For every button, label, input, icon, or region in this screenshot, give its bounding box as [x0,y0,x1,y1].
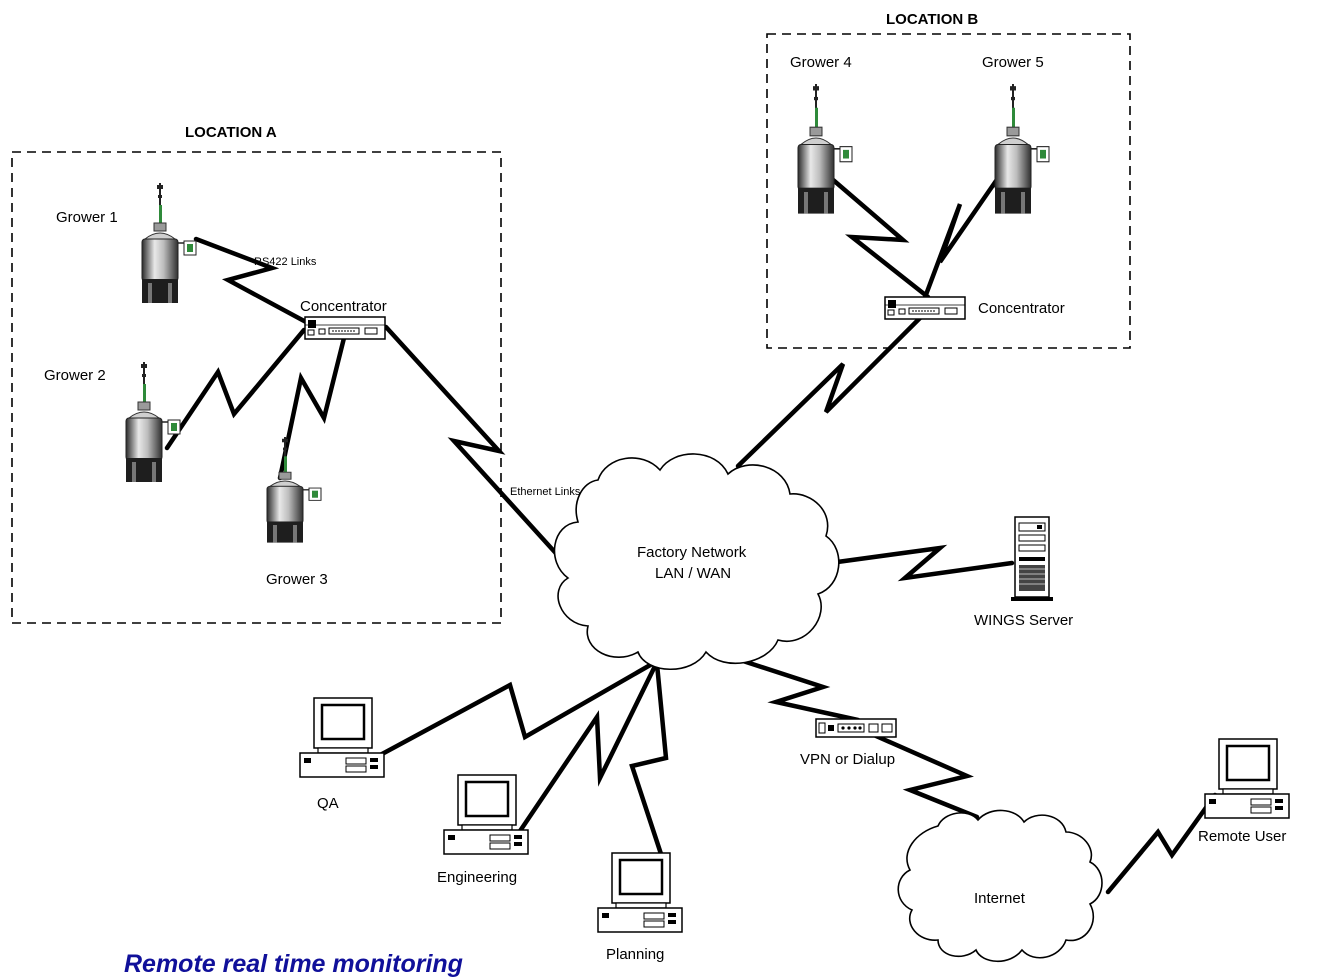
qa-label: QA [317,795,339,812]
planning-label: Planning [606,946,664,963]
remote-user-label: Remote User [1198,828,1286,845]
concentrator-b-hub-icon [884,296,966,320]
planning-computer-icon [596,851,684,934]
grower-4-label: Grower 4 [790,54,852,71]
ethernet-link-location-b [735,315,923,469]
internet-label: Internet [974,890,1026,907]
rs422-link-grower-3 [277,331,348,481]
vpn-modem-icon [815,718,897,738]
link-vpn [737,657,861,723]
diagram-caption: Remote real time monitoring [124,950,463,978]
link-remote-user [1105,792,1218,895]
remote-user-computer-icon [1203,737,1291,820]
link-qa [379,661,655,757]
engineering-label: Engineering [437,869,517,886]
concentrator-a-label: Concentrator [300,298,387,315]
factory-network-label: Factory Network [637,544,747,561]
ethernet-link-location-a [383,324,565,563]
concentrator-a-hub-icon [304,316,386,340]
link-engineering [517,661,659,834]
grower-1-label: Grower 1 [56,209,118,226]
rs422-links-label: RS422 Links [254,256,317,268]
location-b-title: LOCATION B [886,11,978,28]
grower-5-label: Grower 5 [982,54,1044,71]
wings-server-tower-icon [1010,516,1054,602]
vpn-label: VPN or Dialup [800,751,895,768]
location-a-title: LOCATION A [185,124,277,141]
ethernet-links-label: Ethernet Links [510,486,581,498]
location-b-box [766,33,1131,349]
grower-4-bioreactor-icon [796,82,854,215]
concentrator-b-label: Concentrator [978,300,1065,317]
rs422-link-grower-5 [921,175,1001,303]
link-internet [873,733,980,820]
qa-computer-icon [298,696,386,779]
rs422-link-grower-4 [829,176,931,300]
factory-network-sublabel: LAN / WAN [655,565,731,582]
internet-cloud-icon [897,809,1103,963]
grower-5-bioreactor-icon [993,82,1051,215]
grower-2-bioreactor-icon [125,361,181,483]
grower-2-label: Grower 2 [44,367,106,384]
link-wings-server [827,544,1015,582]
grower-3-bioreactor-icon [266,436,322,544]
link-planning [629,661,669,857]
rs422-link-grower-1 [193,236,309,325]
factory-network-cloud-icon [553,453,840,671]
links-layer [164,175,1218,895]
engineering-computer-icon [442,773,530,856]
grower-3-label: Grower 3 [266,571,328,588]
grower-1-bioreactor-icon [141,182,197,304]
location-a-box [11,151,502,624]
rs422-link-grower-2 [164,327,307,451]
wings-server-label: WINGS Server [974,612,1073,629]
